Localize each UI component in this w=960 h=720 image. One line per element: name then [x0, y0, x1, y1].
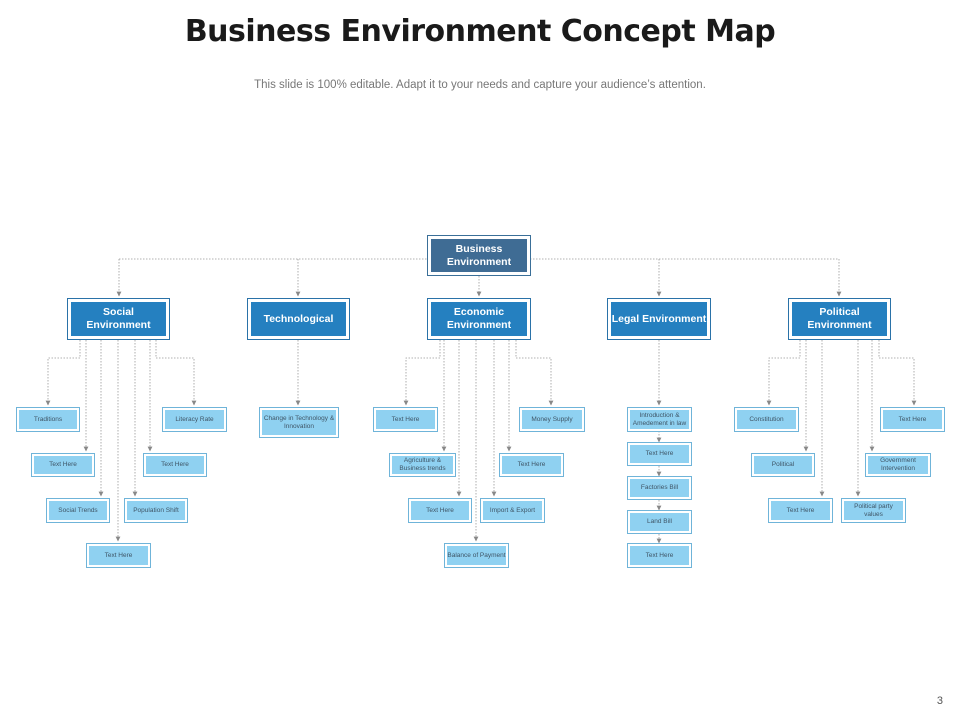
leaf-node: Agriculture & Business trends	[389, 453, 456, 477]
leaf-label: Political party values	[844, 501, 903, 520]
category-node-social: Social Environment	[67, 298, 170, 340]
leaf-label: Change in Technology & Innovation	[262, 410, 336, 435]
leaf-node: Text Here	[768, 498, 833, 523]
leaf-node: Literacy Rate	[162, 407, 227, 432]
leaf-node: Balance of Payment	[444, 543, 509, 568]
leaf-label: Land Bill	[630, 513, 689, 531]
leaf-node: Introduction & Amedement in law	[627, 407, 692, 432]
leaf-label: Text Here	[630, 445, 689, 463]
page-subtitle: This slide is 100% editable. Adapt it to…	[254, 79, 706, 91]
leaf-node: Text Here	[408, 498, 472, 523]
leaf-node: Population Shift	[124, 498, 188, 523]
category-node-political: Political Environment	[788, 298, 891, 340]
leaf-label: Text Here	[89, 546, 148, 565]
leaf-label: Text Here	[146, 456, 204, 474]
leaf-node: Political party values	[841, 498, 906, 523]
page-number: 3	[936, 695, 943, 707]
page-title: Business Environment Concept Map	[184, 14, 776, 49]
leaf-label: Government Intervention	[868, 456, 928, 474]
category-node-economic: Economic Environment	[427, 298, 531, 340]
leaf-label: Agriculture & Business trends	[392, 456, 453, 474]
category-node-technological: Technological	[247, 298, 350, 340]
leaf-node: Text Here	[373, 407, 438, 432]
category-label: Political Environment	[792, 302, 887, 336]
leaf-node: Text Here	[627, 442, 692, 466]
leaf-label: Balance of Payment	[447, 546, 506, 565]
leaf-node: Political	[751, 453, 815, 477]
leaf-label: Population Shift	[127, 501, 185, 520]
category-node-legal: Legal Environment	[607, 298, 711, 340]
leaf-label: Literacy Rate	[165, 410, 224, 429]
category-label: Legal Environment	[611, 302, 707, 336]
leaf-node: Government Intervention	[865, 453, 931, 477]
leaf-node: Import & Export	[480, 498, 545, 523]
leaf-label: Introduction & Amedement in law	[630, 410, 689, 429]
leaf-label: Text Here	[376, 410, 435, 429]
leaf-label: Text Here	[34, 456, 92, 474]
leaf-node: Traditions	[16, 407, 80, 432]
leaf-node: Money Supply	[519, 407, 585, 432]
leaf-node: Text Here	[880, 407, 945, 432]
leaf-node: Text Here	[31, 453, 95, 477]
leaf-node: Social Trends	[46, 498, 110, 523]
leaf-node: Change in Technology & Innovation	[259, 407, 339, 438]
category-label: Economic Environment	[431, 302, 527, 336]
leaf-label: Constitution	[737, 410, 796, 429]
leaf-label: Text Here	[771, 501, 830, 520]
leaf-label: Money Supply	[522, 410, 582, 429]
leaf-node: Constitution	[734, 407, 799, 432]
leaf-node: Land Bill	[627, 510, 692, 534]
leaf-node: Text Here	[143, 453, 207, 477]
leaf-label: Political	[754, 456, 812, 474]
leaf-label: Text Here	[630, 546, 689, 565]
leaf-node: Text Here	[499, 453, 564, 477]
root-node-label: Business Environment	[431, 239, 527, 272]
leaf-label: Social Trends	[49, 501, 107, 520]
leaf-label: Text Here	[502, 456, 561, 474]
leaf-label: Text Here	[411, 501, 469, 520]
leaf-node: Text Here	[86, 543, 151, 568]
root-node-business-environment: Business Environment	[427, 235, 531, 276]
leaf-label: Traditions	[19, 410, 77, 429]
leaf-label: Text Here	[883, 410, 942, 429]
leaf-node: Text Here	[627, 543, 692, 568]
leaf-label: Factories Bill	[630, 479, 689, 497]
leaf-label: Import & Export	[483, 501, 542, 520]
leaf-node: Factories Bill	[627, 476, 692, 500]
category-label: Social Environment	[71, 302, 166, 336]
category-label: Technological	[251, 302, 346, 336]
